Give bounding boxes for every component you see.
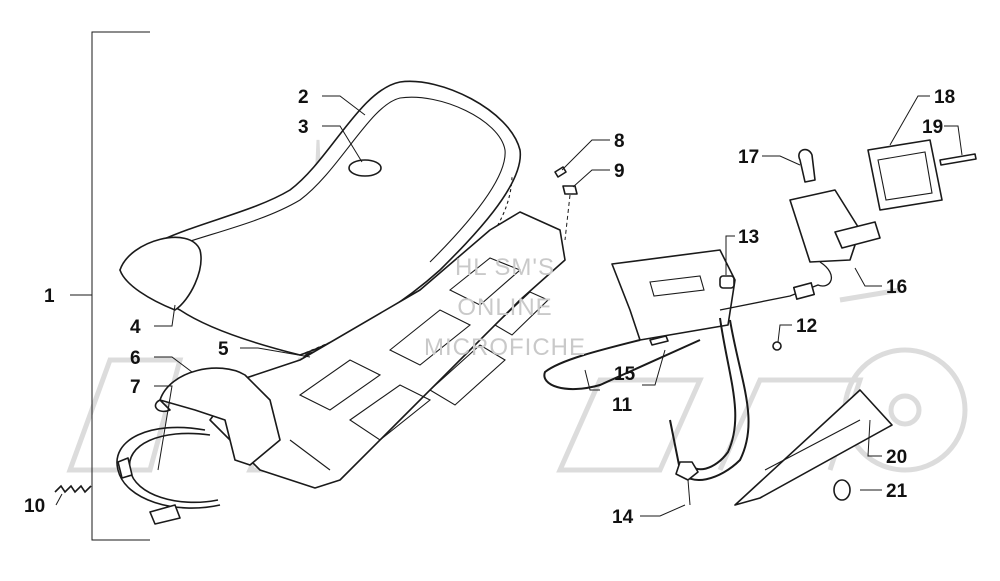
front-cowl	[154, 367, 281, 466]
callout-1[interactable]: 1	[44, 286, 55, 307]
callout-20[interactable]: 20	[886, 447, 907, 468]
callout-7[interactable]: 7	[130, 377, 141, 398]
callout-8[interactable]: 8	[614, 131, 625, 152]
callout-12[interactable]: 12	[796, 316, 817, 337]
strap	[116, 426, 221, 525]
screws-8-9	[554, 166, 578, 241]
callout-11[interactable]: 11	[612, 395, 633, 416]
watermark-line2: ONLINE	[457, 294, 552, 321]
watermark-line1: HL SM'S	[455, 254, 555, 281]
watermark-text: HL SM'S ONLINE MICROFICHE	[424, 254, 586, 361]
taillight-assembly	[719, 139, 977, 311]
callout-2[interactable]: 2	[298, 87, 309, 108]
callout-18[interactable]: 18	[934, 87, 955, 108]
seat-cover	[119, 80, 521, 365]
spring	[54, 484, 92, 494]
seat-decal-3	[348, 159, 382, 177]
callout-16[interactable]: 16	[886, 277, 907, 298]
callout-19[interactable]: 19	[922, 117, 943, 138]
grab-handle	[543, 249, 750, 481]
callout-5[interactable]: 5	[218, 339, 229, 360]
callouts: 1 2 3 4 5 6 7 8 9 10 11 12 13 14 15 16 1…	[24, 87, 955, 528]
deflector	[734, 389, 893, 506]
seat-base	[209, 211, 566, 489]
hardware-12-15	[649, 275, 782, 506]
callout-14[interactable]: 14	[612, 507, 634, 528]
callout-13[interactable]: 13	[738, 227, 759, 248]
callout-21[interactable]: 21	[886, 481, 908, 502]
assembly-bracket	[70, 31, 150, 541]
callout-6[interactable]: 6	[130, 348, 141, 369]
callout-4[interactable]: 4	[130, 317, 141, 338]
callout-15[interactable]: 15	[614, 364, 636, 385]
watermark-line3: MICROFICHE	[424, 334, 586, 361]
callout-10[interactable]: 10	[24, 496, 45, 517]
callout-17[interactable]: 17	[738, 147, 759, 168]
callout-9[interactable]: 9	[614, 161, 625, 182]
callout-3[interactable]: 3	[298, 117, 309, 138]
leader-lines	[55, 95, 963, 517]
